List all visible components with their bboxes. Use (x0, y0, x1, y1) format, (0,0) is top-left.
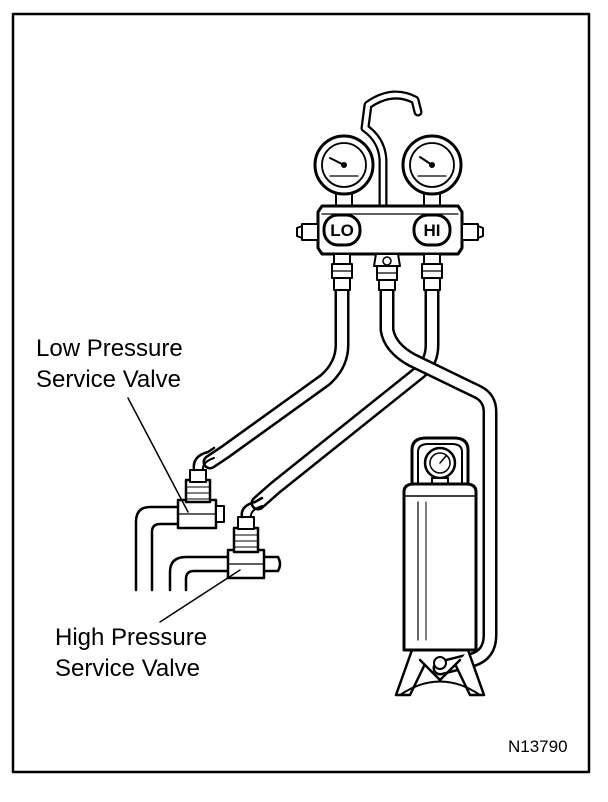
high-pressure-leader-line (159, 569, 241, 623)
hi-valve-knob: HI (412, 213, 452, 247)
manifold-low-port-fitting (331, 253, 353, 291)
frame-border (11, 12, 591, 774)
manifold-left-fitting (296, 223, 319, 241)
low-pressure-service-valve-label: Low Pressure Service Valve (36, 333, 183, 395)
low-side-refrigerant-pipe (134, 505, 186, 592)
low-pressure-label-line2: Service Valve (36, 366, 181, 393)
lo-valve-knob: LO (322, 213, 362, 247)
charging-cylinder (394, 436, 486, 697)
figure-id: N13790 (508, 737, 568, 756)
low-pressure-gauge (313, 134, 375, 209)
lo-knob-label: LO (330, 221, 354, 240)
high-pressure-label-line1: High Pressure (55, 624, 208, 651)
high-side-refrigerant-pipe (168, 555, 282, 592)
low-pressure-leader-line (127, 397, 189, 513)
manifold-center-port-fitting (373, 253, 401, 291)
low-pressure-service-valve (176, 446, 225, 530)
low-pressure-label-line1: Low Pressure (36, 335, 183, 362)
manifold-right-fitting (461, 223, 484, 241)
manifold-high-port-fitting (421, 253, 443, 291)
high-pressure-gauge (401, 134, 463, 209)
high-pressure-service-valve-label: High Pressure Service Valve (55, 622, 207, 684)
manifold-hook (360, 90, 423, 210)
hi-knob-label: HI (424, 221, 441, 240)
center-charging-hose (379, 282, 498, 676)
high-pressure-label-line2: Service Valve (55, 655, 200, 682)
low-side-hose (202, 282, 350, 470)
